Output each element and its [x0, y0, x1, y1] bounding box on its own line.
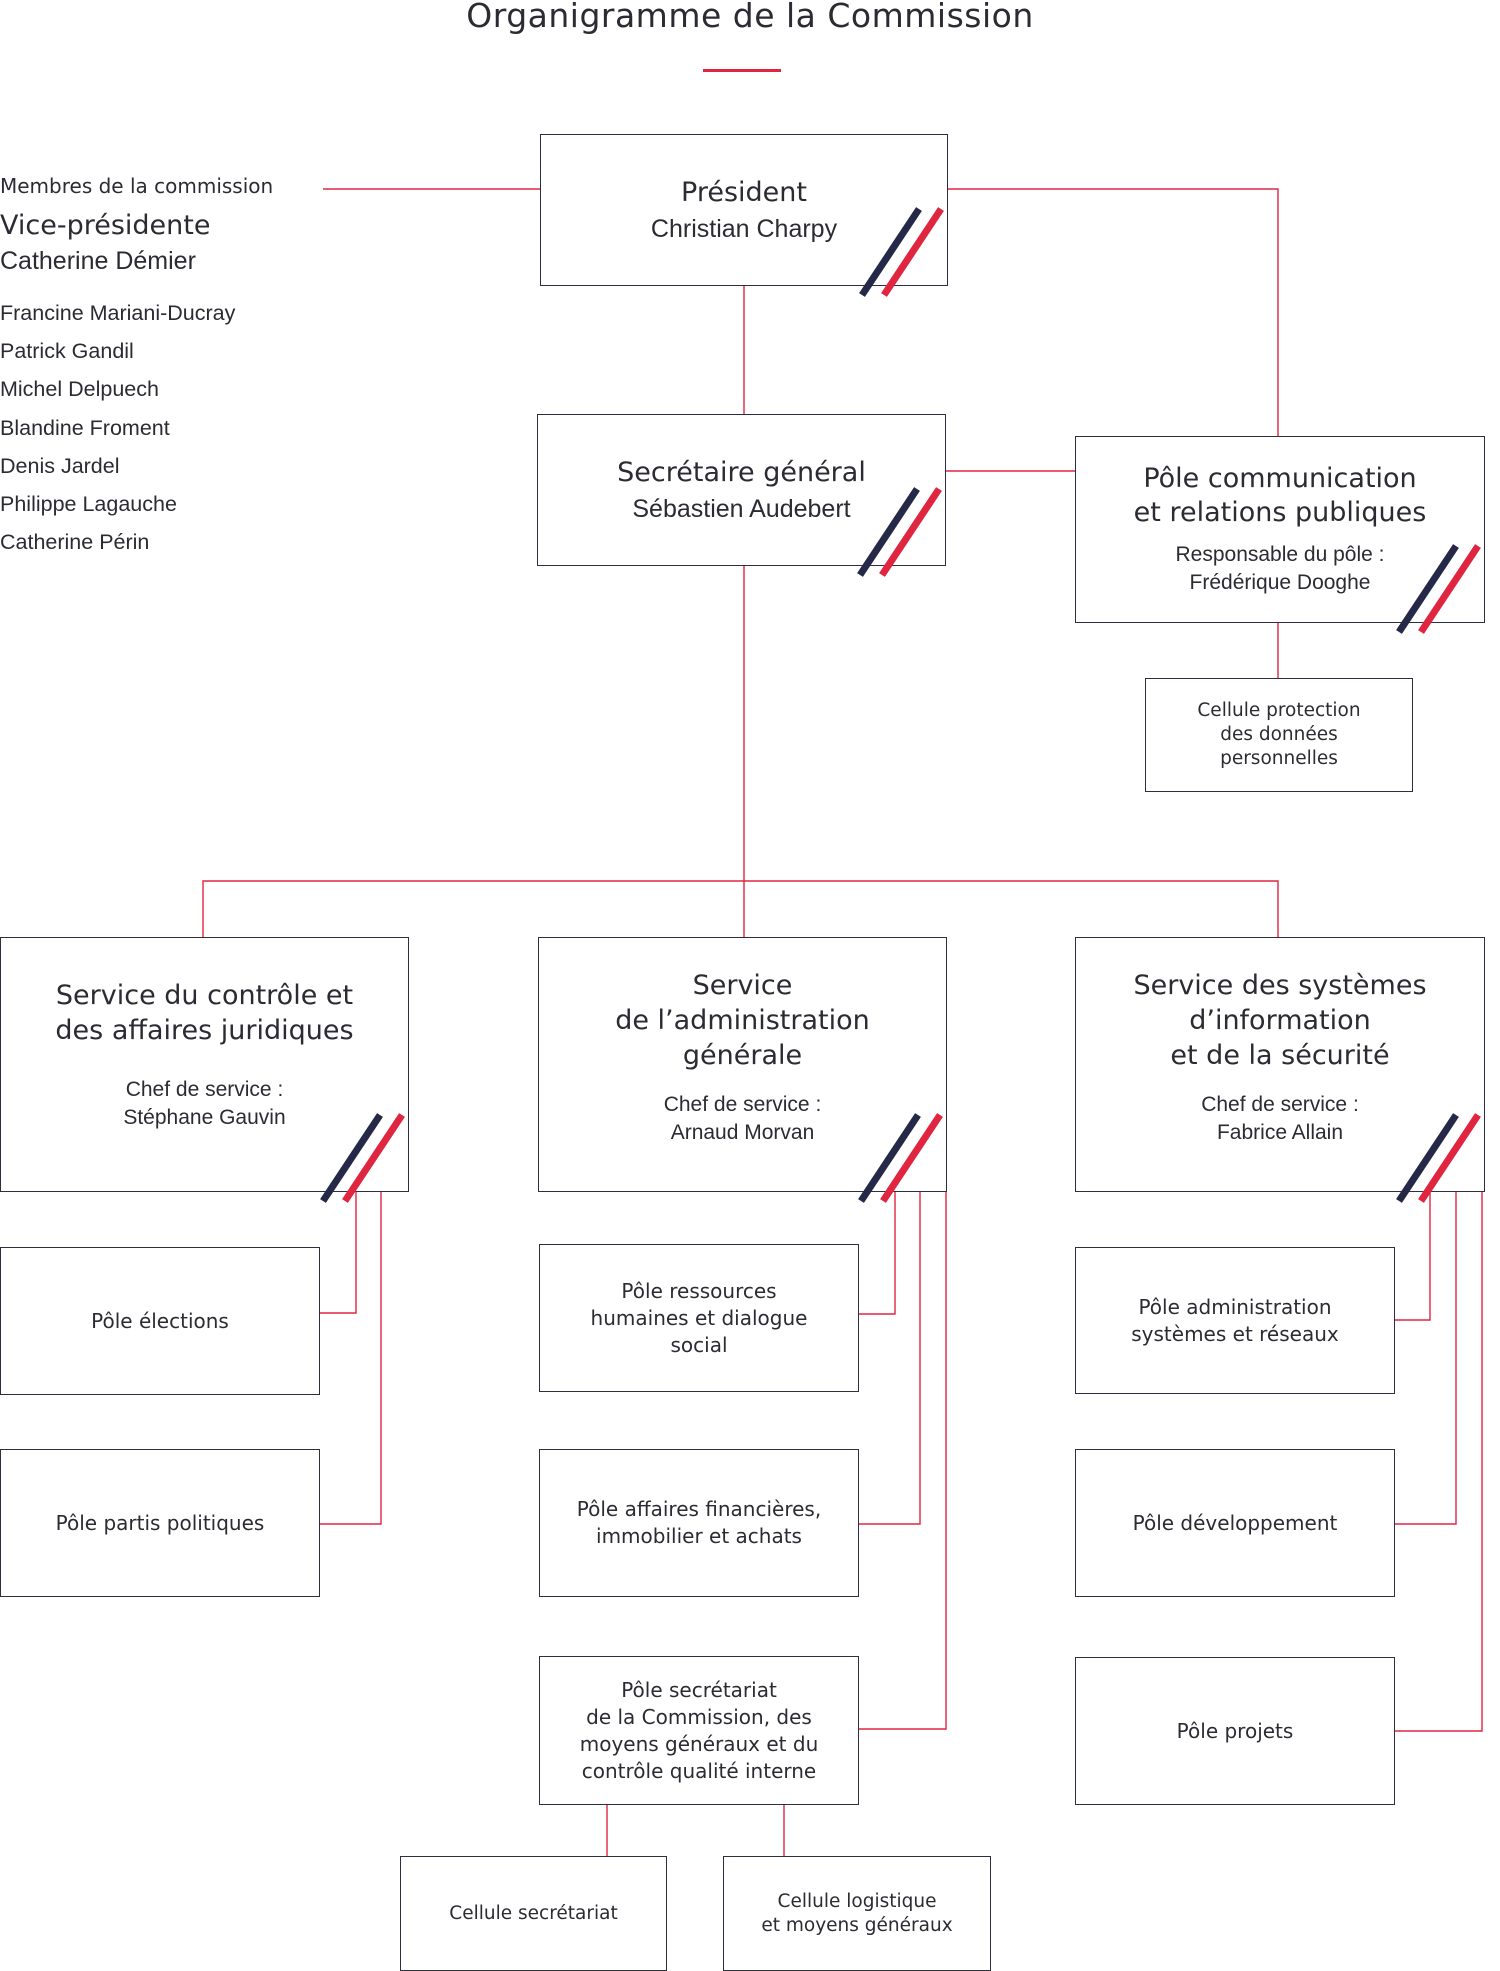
member-name: Catherine Périn — [0, 530, 150, 555]
communication-box: Pôle communication et relations publique… — [1075, 436, 1485, 634]
member-name: Blandine Froment — [0, 415, 170, 440]
administration-service-head-name: Arnaud Morvan — [670, 1121, 815, 1144]
tricolor-stripe-icon — [859, 207, 944, 297]
control-service-box: Service du contrôle et des affaires juri… — [0, 937, 409, 1203]
information-service-title-line: d’information — [1189, 1005, 1371, 1036]
information-service-head-name: Fabrice Allain — [1216, 1121, 1344, 1144]
pole-secretariat-line: contrôle qualité interne — [581, 1758, 817, 1783]
commission-members: Membres de la commission Vice-présidente… — [0, 174, 320, 561]
pole-systems-box: Pôle administration systèmes et réseaux — [1075, 1247, 1395, 1394]
pole-finance-box: Pôle affaires financières, immobilier et… — [539, 1449, 859, 1597]
cell-logistics-line: Cellule logistique — [777, 1890, 937, 1912]
president-title: Président — [681, 176, 807, 208]
member-name: Francine Mariani-Ducray — [0, 301, 236, 325]
pole-elections-label: Pôle élections — [91, 1308, 229, 1333]
information-service-role: Chef de service : — [1201, 1093, 1359, 1116]
secretary-name: Sébastien Audebert — [632, 495, 851, 524]
communication-head-name: Frédérique Dooghe — [1189, 571, 1371, 595]
tricolor-stripe-icon — [1396, 1113, 1481, 1203]
pole-development-label: Pôle développement — [1132, 1510, 1338, 1535]
communication-title-line-1: Pôle communication — [1143, 462, 1417, 494]
pole-political-parties-box: Pôle partis politiques — [0, 1449, 320, 1597]
pole-projects-box: Pôle projets — [1075, 1657, 1395, 1805]
members-heading: Membres de la commission — [0, 174, 274, 198]
connector-info-dev — [1395, 1190, 1457, 1525]
control-service-title-line: Service du contrôle et — [55, 979, 354, 1011]
data-protection-line: personnelles — [1220, 748, 1338, 769]
pole-finance-line: immobilier et achats — [596, 1524, 802, 1548]
cell-logistics-box: Cellule logistique et moyens généraux — [723, 1856, 991, 1971]
secretary-title: Secrétaire général — [617, 456, 866, 488]
information-service-box: Service des systèmes d’information et de… — [1075, 937, 1485, 1203]
vice-president-title: Vice-présidente — [0, 210, 211, 241]
tricolor-stripe-icon — [858, 1113, 943, 1203]
pole-systems-line: Pôle administration — [1138, 1294, 1332, 1319]
data-protection-line: des données — [1220, 724, 1338, 745]
pole-human-resources-box: Pôle ressources humaines et dialogue soc… — [539, 1244, 859, 1392]
secretary-general-box: Secrétaire général Sébastien Audebert — [537, 414, 946, 577]
member-name: Denis Jardel — [0, 453, 120, 478]
vice-president-name: Catherine Démier — [0, 247, 196, 275]
control-service-title-line: des affaires juridiques — [55, 1014, 354, 1046]
connector-service-bus — [202, 880, 1279, 937]
cell-secretariat-label: Cellule secrétariat — [449, 1902, 618, 1924]
administration-service-title-line: Service — [692, 970, 793, 1001]
connector-admin-hr — [859, 1190, 896, 1315]
member-list: Francine Mariani-Ducray Patrick Gandil M… — [0, 294, 320, 561]
control-service-head-name: Stéphane Gauvin — [123, 1105, 286, 1129]
pole-secretariat-line: de la Commission, des — [586, 1704, 812, 1729]
pole-finance-line: Pôle affaires financières, — [576, 1497, 822, 1521]
pole-secretariat-line: Pôle secrétariat — [621, 1677, 777, 1702]
information-service-title-line: et de la sécurité — [1170, 1040, 1390, 1071]
administration-service-title-line: générale — [682, 1040, 803, 1071]
administration-service-title-line: de l’administration — [615, 1005, 870, 1036]
data-protection-cell-box: Cellule protection des données personnel… — [1145, 678, 1413, 792]
connector-control-elections — [320, 1190, 357, 1314]
pole-human-resources-line: Pôle ressources — [621, 1278, 777, 1303]
president-name: Christian Charpy — [650, 215, 838, 244]
title-underline — [703, 69, 781, 72]
president-box: Président Christian Charpy — [540, 134, 948, 297]
connector-info-systems — [1395, 1190, 1431, 1321]
page-title: Organigramme de la Commission — [466, 0, 1034, 35]
member-name: Philippe Lagauche — [0, 491, 177, 516]
communication-role: Responsable du pôle : — [1175, 543, 1385, 567]
administration-service-role: Chef de service : — [663, 1093, 822, 1116]
pole-secretariat-line: moyens généraux et du — [579, 1731, 819, 1756]
cell-secretariat-box: Cellule secrétariat — [400, 1856, 667, 1971]
pole-political-parties-label: Pôle partis politiques — [55, 1510, 265, 1535]
connector-president-communication — [948, 188, 1279, 436]
pole-elections-box: Pôle élections — [0, 1247, 320, 1395]
control-service-role: Chef de service : — [125, 1077, 284, 1101]
member-name: Patrick Gandil — [0, 339, 134, 364]
data-protection-line: Cellule protection — [1197, 700, 1361, 721]
communication-title-line-2: et relations publiques — [1133, 496, 1427, 528]
tricolor-stripe-icon — [320, 1113, 405, 1203]
information-service-title-line: Service des systèmes — [1133, 970, 1427, 1001]
pole-projects-label: Pôle projets — [1176, 1718, 1294, 1743]
administration-service-box: Service de l’administration générale Che… — [538, 937, 947, 1203]
pole-development-box: Pôle développement — [1075, 1449, 1395, 1597]
pole-secretariat-box: Pôle secrétariat de la Commission, des m… — [539, 1656, 859, 1805]
connector-info-projects — [1395, 1190, 1483, 1732]
pole-human-resources-line: humaines et dialogue — [590, 1305, 808, 1330]
connector-control-parties — [320, 1190, 382, 1525]
tricolor-stripe-icon — [857, 487, 942, 577]
connector-admin-finance — [859, 1190, 921, 1525]
pole-systems-line: systèmes et réseaux — [1131, 1321, 1339, 1346]
member-name: Michel Delpuech — [0, 377, 159, 402]
connector-admin-secretariat — [859, 1190, 947, 1730]
pole-human-resources-line: social — [670, 1332, 728, 1357]
cell-logistics-line: et moyens généraux — [761, 1914, 953, 1936]
tricolor-stripe-icon — [1396, 544, 1481, 634]
